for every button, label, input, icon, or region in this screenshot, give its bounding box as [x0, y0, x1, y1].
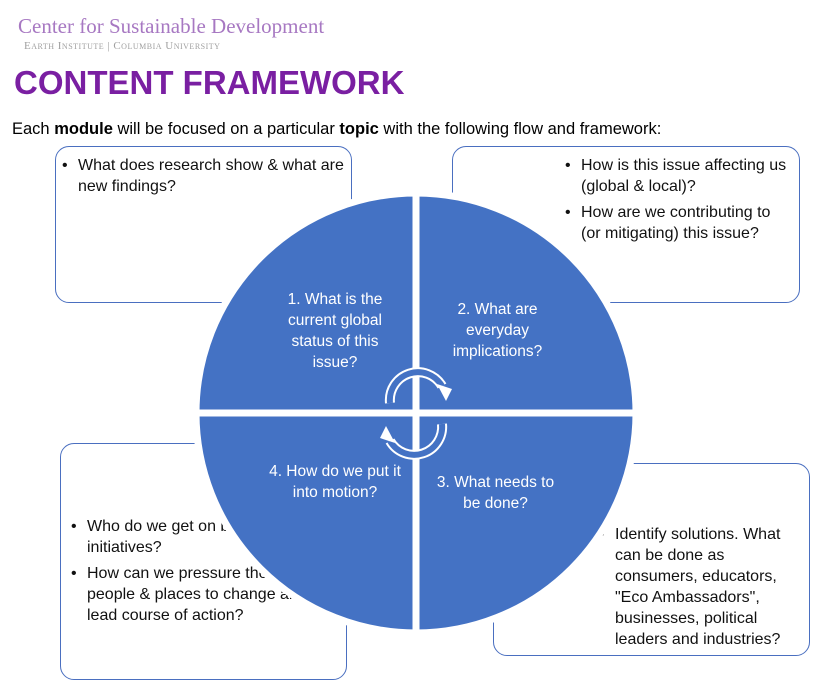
quadrant-4: [192, 409, 420, 637]
bullet-item: What does research show & what are new f…: [62, 155, 345, 197]
quadrant-1-label: 1. What is the current global status of …: [287, 291, 383, 371]
bullet-item: Identify solutions. What can be done as …: [599, 524, 803, 650]
quadrant-3-label: 3. What needs to be done?: [436, 474, 555, 512]
bullet-item: How is this issue affecting us (global &…: [565, 155, 793, 197]
quadrant-1: [192, 189, 420, 417]
bullet-item: How can we pressure the right people & p…: [71, 563, 340, 626]
quadrant-2-label: 2. What are everyday implications?: [452, 301, 543, 360]
cycle-arrows-icon: [380, 367, 452, 460]
org-name: Center for Sustainable Development: [18, 14, 325, 38]
bullet-item: How are we contributing to (or mitigatin…: [565, 202, 793, 244]
quadrant-3: [412, 409, 640, 637]
intro-text: Each module will be focused on a particu…: [12, 120, 662, 138]
quadrant-4-label: 4. How do we put it into motion?: [269, 463, 401, 501]
quadrant-2: [412, 189, 640, 417]
org-subtitle: Earth Institute | Columbia University: [24, 40, 221, 52]
page-title: CONTENT FRAMEWORK: [14, 64, 405, 101]
